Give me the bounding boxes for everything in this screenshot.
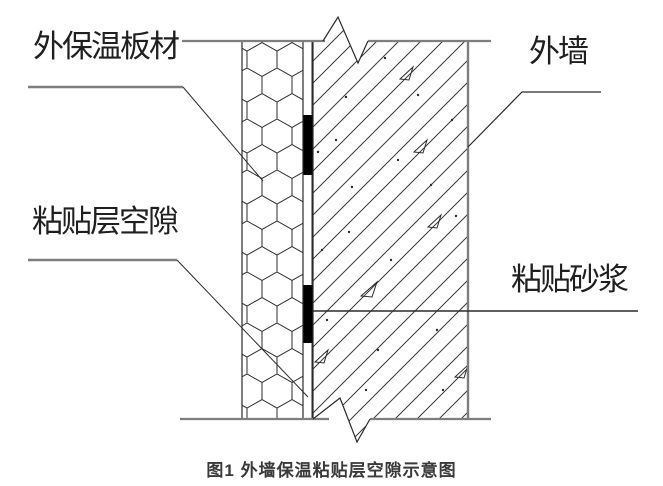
adhesive-gap-rect-upper <box>303 115 313 175</box>
leader-lines <box>28 85 638 398</box>
exterior-wall-body <box>313 17 468 442</box>
bottom-boundary <box>180 397 491 444</box>
bottom-break-zigzag <box>312 397 371 444</box>
adhesive-mortar-strip <box>303 41 313 419</box>
leader-exterior-wall <box>467 91 601 148</box>
insulation-honeycomb-fill <box>242 41 303 419</box>
label-adhesive-layer-gap: 粘贴层空隙 <box>32 204 179 239</box>
label-insulation-board: 外保温板材 <box>33 29 180 64</box>
insulation-board <box>241 41 304 419</box>
leader-arrow-insulation-board <box>182 86 264 182</box>
top-break-zigzag <box>322 15 369 65</box>
aggregate-triangles <box>313 65 468 379</box>
figure-caption: 图1 外墙保温粘贴层空隙示意图 <box>206 461 457 480</box>
label-adhesive-mortar: 粘贴砂浆 <box>511 262 629 297</box>
leader-arrow-adhesive-gap <box>176 259 309 398</box>
top-boundary <box>182 15 491 65</box>
adhesive-gap-rect-lower <box>303 285 313 343</box>
aggregate-dots <box>316 56 458 392</box>
label-exterior-wall: 外墙 <box>529 34 589 69</box>
wall-hatch-fill <box>313 17 468 442</box>
